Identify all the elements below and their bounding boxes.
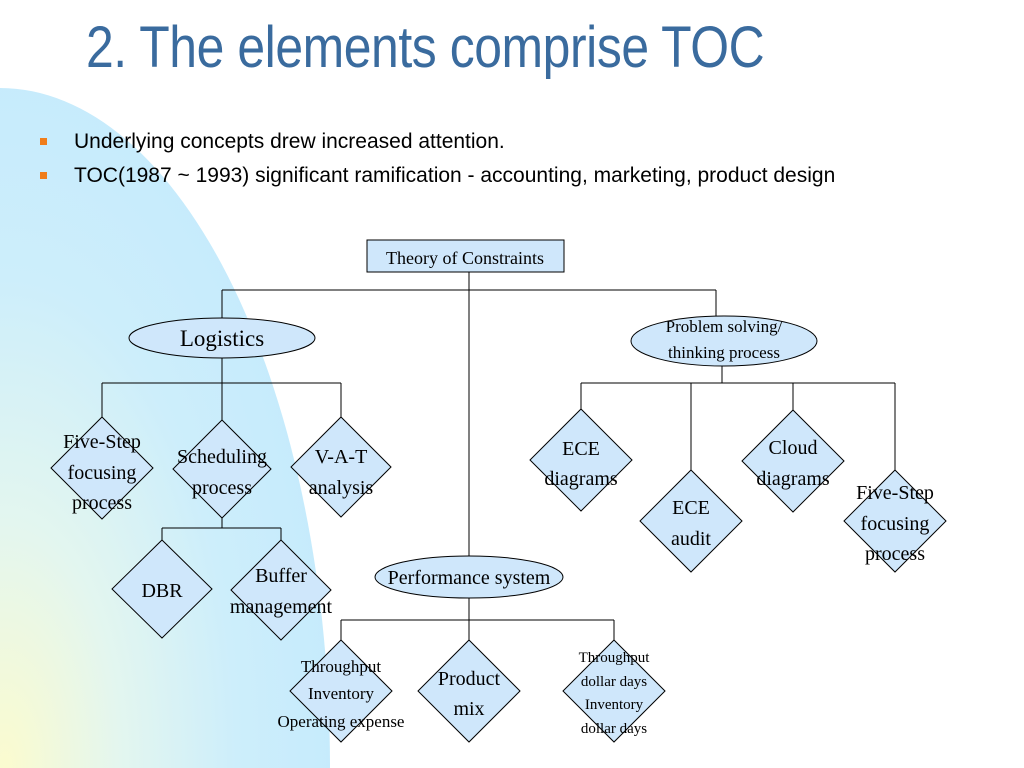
scheduling-label-2: process (192, 477, 252, 499)
ece-audit-label-1: ECE (672, 497, 710, 519)
buffer-label-2: management (230, 596, 333, 618)
problem-solving-label-2: thinking process (668, 343, 780, 362)
dollar-days-label-3: Inventory (585, 697, 644, 713)
logistics-label: Logistics (180, 326, 264, 351)
ece-audit-label-2: audit (671, 528, 711, 550)
bullet-item: Underlying concepts drew increased atten… (36, 126, 936, 158)
cloud-diamond (741, 409, 845, 513)
problem-solving-ellipse (630, 315, 818, 367)
throughput-label-1: Throughput (301, 657, 382, 676)
ece-audit-diamond (639, 469, 743, 573)
root-box (366, 239, 565, 273)
dbr-diamond (111, 539, 213, 639)
vat-label-1: V-A-T (315, 446, 368, 468)
bullet-square-icon (40, 138, 47, 145)
performance-ellipse (374, 555, 564, 599)
logistics-ellipse (128, 317, 316, 359)
ece-diagrams-label-2: diagrams (544, 468, 618, 490)
product-mix-diamond (417, 639, 521, 743)
ece-diagrams-diamond (529, 408, 633, 512)
scheduling-diamond (172, 419, 272, 519)
vat-diamond (290, 416, 392, 518)
dollar-days-label-1: Throughput (579, 650, 651, 666)
vat-label-2: analysis (309, 477, 374, 499)
five-step-right-label-3: process (865, 543, 925, 565)
five-step-right-label-1: Five-Step (856, 482, 934, 504)
dollar-days-label-4: dollar days (581, 721, 647, 737)
five-step-left-diamond (50, 416, 154, 520)
dbr-label: DBR (141, 580, 183, 602)
five-step-left-label-3: process (72, 492, 132, 514)
cloud-label-1: Cloud (769, 437, 818, 459)
throughput-label-3: Operating expense (278, 712, 405, 731)
five-step-left-label-2: focusing (68, 462, 137, 484)
bullet-square-icon (40, 172, 47, 179)
cloud-label-2: diagrams (756, 468, 830, 490)
product-mix-label-1: Product (438, 668, 501, 690)
root-label: Theory of Constraints (386, 248, 544, 268)
dollar-days-diamond (562, 639, 666, 743)
bullet-item: TOC(1987 ~ 1993) significant ramificatio… (36, 160, 936, 192)
buffer-label-1: Buffer (255, 565, 307, 587)
problem-solving-label-1: Problem solving/ (666, 317, 783, 336)
five-step-right-diamond (843, 469, 947, 573)
diagram-labels: Theory of Constraints Logistics Problem … (63, 248, 934, 737)
five-step-right-label-2: focusing (861, 513, 930, 535)
ece-diagrams-label-1: ECE (562, 438, 600, 460)
performance-label: Performance system (388, 567, 551, 589)
dollar-days-label-2: dollar days (581, 674, 647, 690)
five-step-left-label-1: Five-Step (63, 431, 141, 453)
product-mix-label-2: mix (453, 698, 484, 720)
bullet-text: TOC(1987 ~ 1993) significant ramificatio… (74, 164, 836, 187)
throughput-diamond (289, 639, 393, 743)
connector-lines (101, 272, 896, 640)
bullet-list: Underlying concepts drew increased atten… (36, 126, 936, 194)
buffer-diamond (230, 539, 332, 641)
diagram-shapes (50, 239, 947, 743)
scheduling-label-1: Scheduling (177, 446, 267, 468)
throughput-label-2: Inventory (308, 684, 375, 703)
bullet-text: Underlying concepts drew increased atten… (74, 130, 505, 153)
page-title: 2. The elements comprise TOC (86, 15, 765, 80)
